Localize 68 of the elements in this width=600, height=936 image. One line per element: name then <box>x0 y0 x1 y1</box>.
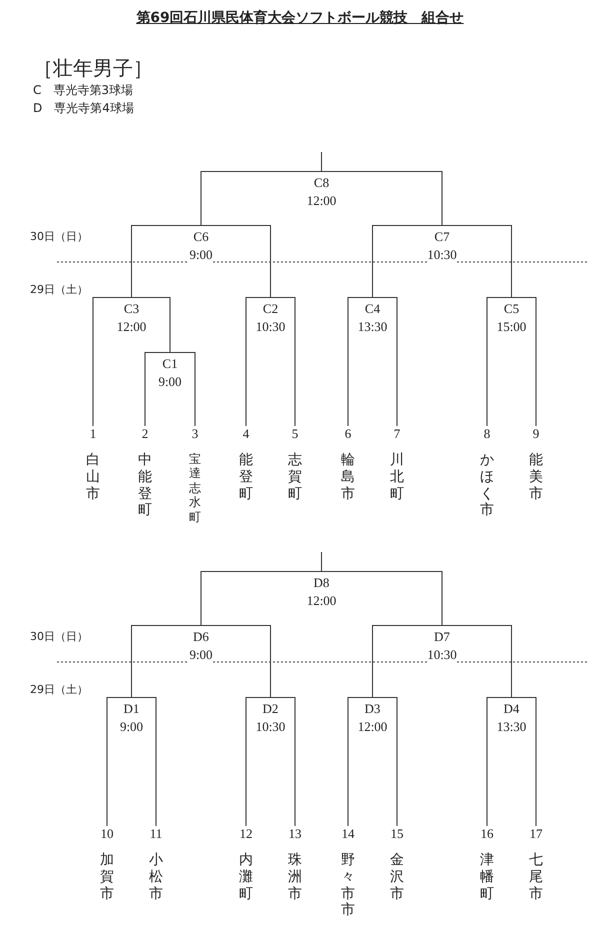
team-name: 七尾市 <box>529 852 543 902</box>
team-name: 小松市 <box>149 852 163 902</box>
match-bracket <box>132 625 270 665</box>
match-bracket <box>372 625 512 665</box>
team-number: 13 <box>288 826 302 842</box>
team-name: 能美市 <box>529 452 543 502</box>
team-number: 14 <box>342 826 354 842</box>
team-number: 4 <box>242 426 250 442</box>
team-name: かほく市 <box>480 452 494 520</box>
bracket-line <box>200 570 202 626</box>
bracket-line <box>131 224 132 298</box>
title: 第69回石川県民体育大会ソフトボール競技 組合せ <box>135 9 465 27</box>
team-number: 5 <box>292 426 298 442</box>
bracket-line <box>194 352 196 426</box>
team-name: 加賀市 <box>100 852 114 902</box>
team-name: 中能登町 <box>138 452 152 520</box>
bracket-line <box>200 170 202 226</box>
team-number: 8 <box>484 426 490 442</box>
team-number: 10 <box>100 826 114 842</box>
team-name: 志賀町 <box>288 452 302 502</box>
date-label: 30日（日） <box>30 629 88 644</box>
team-name: 津幡町 <box>480 852 494 902</box>
team-name: 能登町 <box>239 452 253 502</box>
team-number: 17 <box>530 826 542 842</box>
bracket-line <box>372 224 373 298</box>
team-name: 宝達志水町 <box>189 452 201 524</box>
team-name: 輪島市 <box>341 452 355 502</box>
team-name: 白山市 <box>86 452 100 502</box>
team-number: 3 <box>192 426 198 442</box>
team-name: 川北町 <box>390 452 404 502</box>
team-number: 16 <box>480 826 494 842</box>
date-label: 30日（日） <box>30 229 88 244</box>
team-number: 6 <box>344 426 352 442</box>
bracket-line <box>486 296 488 426</box>
date-label: 29日（土） <box>30 682 88 697</box>
bracket-line <box>294 296 296 426</box>
bracket-line <box>270 224 271 298</box>
bracket-line <box>270 624 271 698</box>
bracket-line <box>372 624 373 698</box>
team-number: 7 <box>394 426 400 442</box>
bracket-line <box>131 624 132 698</box>
bracket-line <box>511 224 512 298</box>
bracket-line <box>92 296 94 426</box>
match-bracket <box>132 225 270 265</box>
match-bracket <box>372 225 512 265</box>
bracket-line <box>106 696 108 826</box>
date-label: 29日（土） <box>30 282 88 297</box>
team-name: 野々市市 <box>341 852 355 920</box>
bracket-line <box>321 152 322 172</box>
team-number: 9 <box>532 426 540 442</box>
bracket-line <box>396 296 398 426</box>
team-number: 1 <box>90 426 96 442</box>
category-heading: ［壮年男子］ <box>33 57 153 82</box>
team-name: 内灘町 <box>239 852 253 902</box>
bracket-line <box>486 696 488 826</box>
team-name: 珠洲市 <box>288 852 302 902</box>
venue-note: C 専光寺第3球場 <box>33 82 134 99</box>
bracket-line <box>294 696 296 826</box>
bracket-line <box>396 696 398 826</box>
team-number: 11 <box>150 826 162 842</box>
team-number: 2 <box>142 426 148 442</box>
bracket-line <box>321 552 322 572</box>
team-number: 12 <box>240 826 252 842</box>
team-number: 15 <box>390 826 404 842</box>
bracket-line <box>144 352 146 426</box>
bracket-line <box>511 624 512 698</box>
team-name: 金沢市 <box>390 852 404 902</box>
venue-note: D 専光寺第4球場 <box>33 100 134 117</box>
